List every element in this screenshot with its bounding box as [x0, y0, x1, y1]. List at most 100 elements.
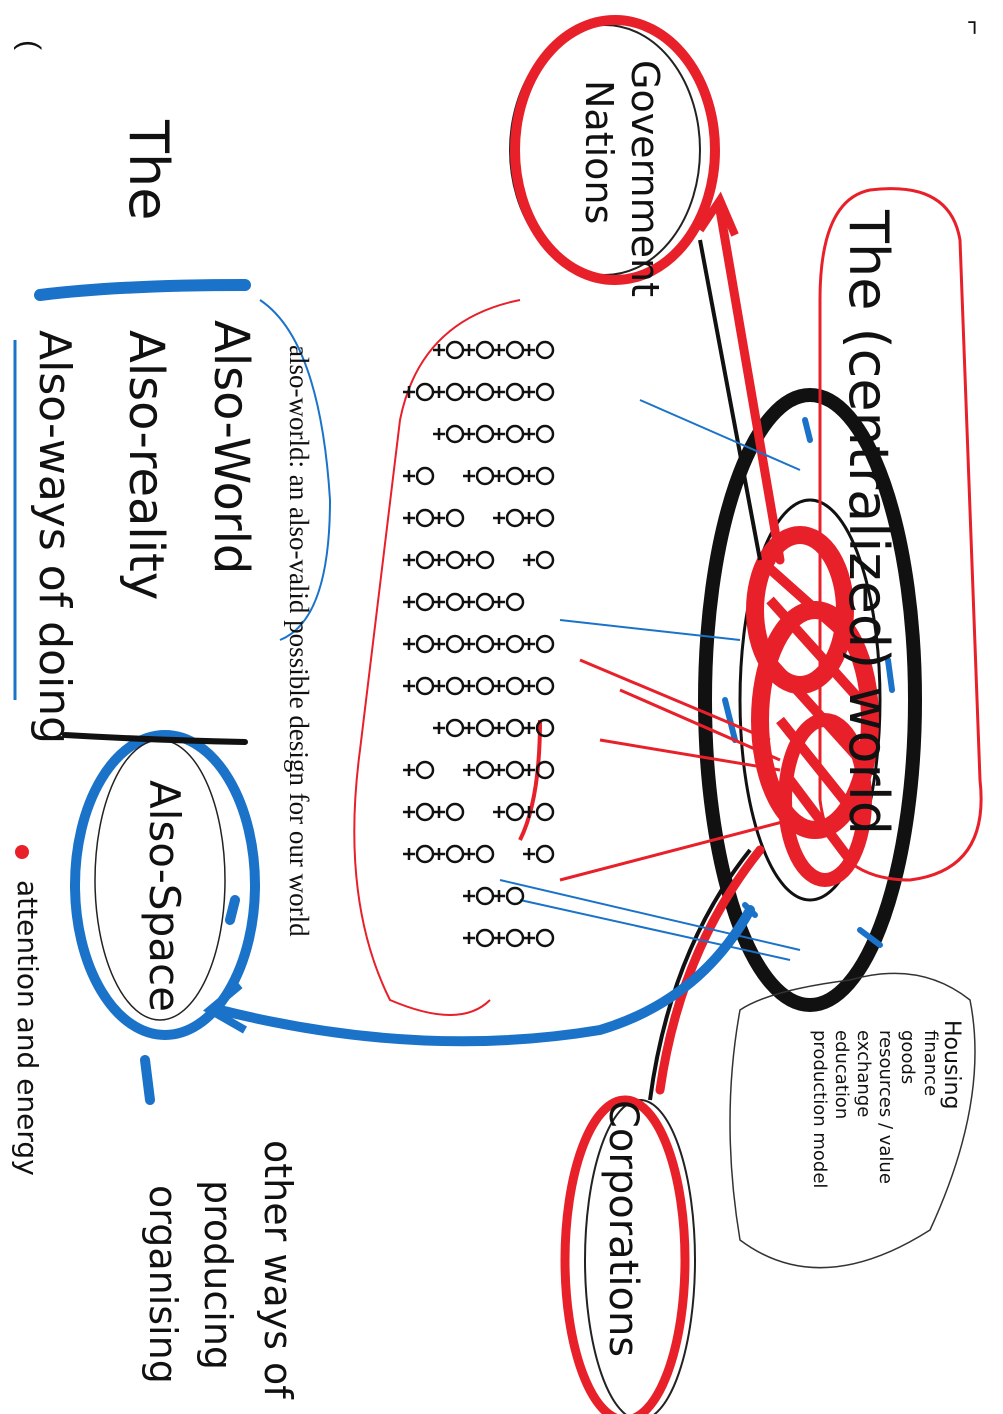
left-the: The	[117, 119, 180, 220]
person-body	[463, 932, 475, 944]
person-body	[403, 596, 415, 608]
right-note-outline	[729, 972, 976, 1269]
left-bracket-blue	[34, 279, 251, 301]
person-icon	[475, 466, 495, 486]
blue-arrowhead	[203, 981, 247, 1034]
person-body	[523, 638, 535, 650]
bottom-note-line-2: producing	[196, 1180, 240, 1370]
person-icon	[415, 676, 435, 696]
person-body	[463, 680, 475, 692]
government-red-circle	[510, 15, 720, 285]
person-icon	[475, 718, 495, 738]
people-group	[403, 340, 555, 948]
person-body	[403, 680, 415, 692]
also-world-label: Also-World	[203, 320, 259, 574]
person-body	[463, 890, 475, 902]
person-icon	[535, 718, 555, 738]
right-note: Housing finance goods resources / value …	[809, 1020, 964, 1188]
red-connectors	[655, 205, 785, 1095]
person-icon	[505, 508, 525, 528]
person-body	[493, 806, 505, 818]
also-space-label: Also-Space	[140, 780, 189, 1012]
person-icon	[505, 424, 525, 444]
note-line-5: exchange	[853, 1030, 874, 1117]
person-icon	[415, 382, 435, 402]
person-icon	[475, 592, 495, 612]
person-body	[523, 764, 535, 776]
person-body	[433, 554, 445, 566]
person-body	[523, 932, 535, 944]
person-body	[463, 764, 475, 776]
person-body	[523, 848, 535, 860]
bottom-note-line-3: organising	[141, 1185, 185, 1384]
person-icon	[445, 802, 465, 822]
red-arrowhead	[696, 191, 739, 237]
person-body	[433, 848, 445, 860]
blue-accent-marks	[140, 895, 240, 1105]
person-icon	[415, 466, 435, 486]
person-body	[403, 848, 415, 860]
corporations-label: Corporations	[600, 1100, 646, 1357]
person-body	[463, 428, 475, 440]
person-icon	[505, 802, 525, 822]
person-icon	[535, 676, 555, 696]
person-body	[493, 428, 505, 440]
person-icon	[445, 592, 465, 612]
title-bubble	[818, 187, 983, 882]
person-icon	[415, 550, 435, 570]
person-icon	[475, 382, 495, 402]
government-label: Government	[623, 60, 667, 297]
also-space-blue-circle	[70, 730, 260, 1040]
person-icon	[415, 508, 435, 528]
person-body	[493, 764, 505, 776]
person-body	[493, 386, 505, 398]
person-icon	[505, 466, 525, 486]
person-body	[493, 470, 505, 482]
person-body	[463, 386, 475, 398]
left-block-outline	[259, 299, 332, 641]
person-body	[433, 680, 445, 692]
person-body	[433, 386, 445, 398]
person-body	[433, 722, 445, 734]
person-icon	[475, 634, 495, 654]
person-icon	[535, 760, 555, 780]
person-icon	[445, 634, 465, 654]
person-body	[523, 554, 535, 566]
person-body	[523, 680, 535, 692]
person-body	[463, 848, 475, 860]
person-body	[523, 806, 535, 818]
person-body	[433, 638, 445, 650]
also-ways-label: Also-ways of doing	[29, 330, 80, 744]
person-icon	[415, 634, 435, 654]
person-body	[523, 344, 535, 356]
person-icon	[535, 466, 555, 486]
person-icon	[475, 424, 495, 444]
also-reality-label: Also-reality	[118, 330, 174, 600]
world-inner-ring	[738, 498, 882, 902]
people-cluster-outline	[353, 299, 521, 1016]
person-body	[463, 344, 475, 356]
note-line-3: goods	[897, 1030, 918, 1084]
person-icon	[445, 844, 465, 864]
person-icon	[505, 592, 525, 612]
person-icon	[535, 802, 555, 822]
person-body	[523, 428, 535, 440]
person-icon	[505, 340, 525, 360]
person-body	[493, 890, 505, 902]
person-body	[433, 806, 445, 818]
world-outer-ring	[698, 388, 922, 1012]
person-icon	[535, 550, 555, 570]
note-line-2: finance	[920, 1030, 941, 1096]
person-icon	[475, 760, 495, 780]
person-body	[403, 386, 415, 398]
person-body	[433, 428, 445, 440]
person-body	[403, 806, 415, 818]
person-icon	[505, 886, 525, 906]
person-body	[463, 638, 475, 650]
person-icon	[505, 382, 525, 402]
blue-dash-marks	[722, 417, 895, 948]
note-line-7: production model	[809, 1030, 830, 1188]
person-icon	[445, 340, 465, 360]
person-icon	[505, 718, 525, 738]
